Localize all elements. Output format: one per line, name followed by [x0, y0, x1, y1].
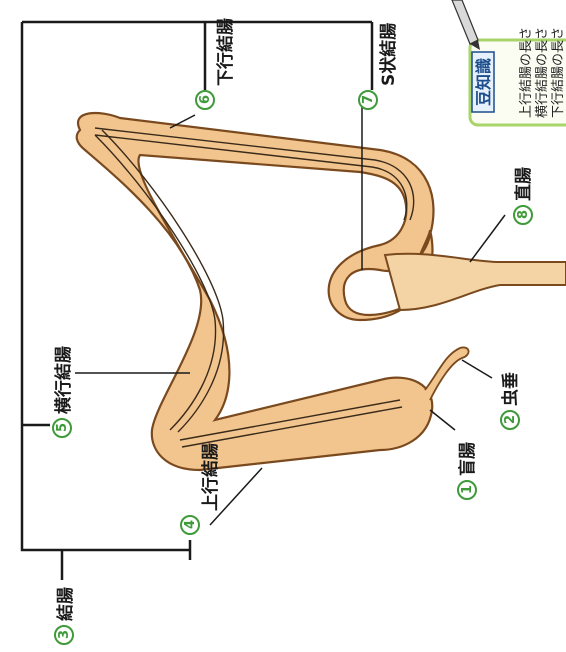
note-line-3: 下行結腸の長さ [551, 27, 566, 118]
label-colon-num: 3 [57, 630, 72, 639]
label-appendix: 2 虫垂 [500, 372, 521, 429]
rectum [385, 254, 566, 310]
label-cecum-text: 盲腸 [457, 442, 478, 476]
label-cecum: 1 盲腸 [457, 442, 478, 499]
label-colon-text: 結腸 [55, 587, 76, 621]
label-transverse: 5 横行結腸 [53, 346, 74, 437]
intestine-shape [77, 113, 566, 470]
label-descending-text: 下行結腸 [215, 18, 236, 86]
label-descending: 6 下行結腸 [196, 18, 236, 109]
trivia-note: 豆知識 上行結腸の長さ 横行結腸の長さ 下行結腸の長さ [452, 0, 566, 125]
label-sigmoid: 7 S状結腸 [359, 23, 399, 109]
note-line-1: 上行結腸の長さ [519, 27, 534, 118]
label-ascending-num: 4 [183, 520, 198, 529]
label-ascending-text: 上行結腸 [200, 443, 221, 511]
note-title: 豆知識 [474, 58, 493, 106]
label-sigmoid-text: S状結腸 [378, 23, 399, 86]
label-transverse-num: 5 [55, 423, 70, 432]
pencil-icon [452, 0, 480, 50]
label-descending-num: 6 [198, 95, 213, 104]
label-appendix-num: 2 [503, 415, 518, 424]
label-rectum: 8 直腸 [513, 167, 534, 224]
label-transverse-text: 横行結腸 [53, 346, 74, 414]
appendix [425, 347, 469, 400]
note-line-2: 横行結腸の長さ [535, 27, 550, 118]
label-appendix-text: 虫垂 [500, 372, 521, 406]
label-colon: 3 結腸 [55, 587, 76, 644]
label-cecum-num: 1 [460, 485, 475, 494]
label-rectum-text: 直腸 [513, 167, 534, 201]
label-sigmoid-num: 7 [361, 95, 376, 104]
colon-tube [77, 113, 434, 470]
label-rectum-num: 8 [516, 210, 531, 219]
